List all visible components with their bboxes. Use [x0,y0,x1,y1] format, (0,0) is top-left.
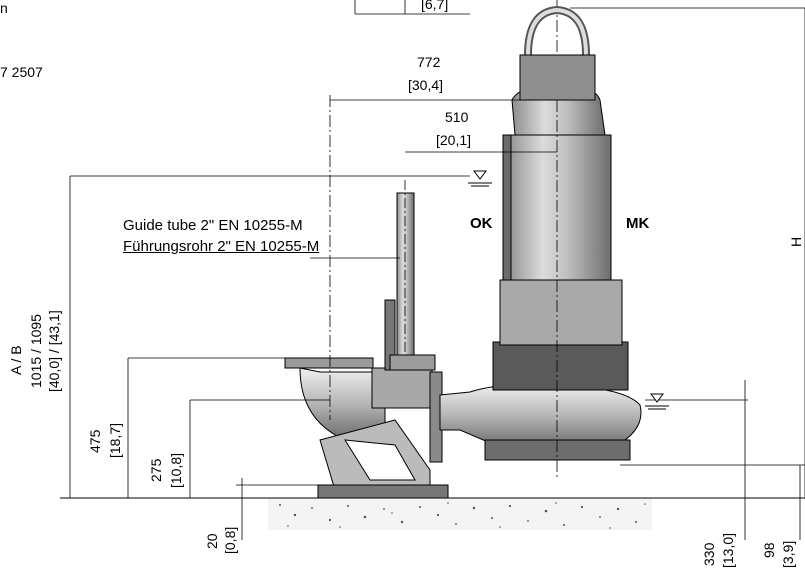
dim-772-in: [30,4] [408,77,444,93]
pump-volute [439,279,642,461]
dim-ab-mm: 1015 / 1095 [28,314,44,388]
guide-tube-label-de: Führungsrohr 2" EN 10255-M [123,238,320,255]
duckfoot-bend [284,299,449,499]
pump-motor [502,0,612,480]
dim-330-mm: 330 [701,542,717,566]
dim-98-in-value: 3,9 [780,544,796,565]
dim-330-in-value: 13,0 [720,536,736,565]
dim-772-in-value: 30,4 [411,77,440,93]
concrete-floor [60,497,805,530]
dim-275-in-value: 10,8 [168,456,184,485]
dim-275-in: [10,8] [168,452,184,488]
guide-tube-label-en: Guide tube 2" EN 10255-M [123,217,303,234]
dim-275-mm: 275 [148,458,164,482]
corner-text-2: 7 2507 [0,64,43,80]
dim-ab-in-value: 40,0] / [43,1 [46,314,62,389]
dim-20-mm: 20 [204,533,220,549]
water-level-symbol-upper [468,170,492,187]
dim-ab-in: [40,0] / [43,1] [46,310,62,392]
dim-475-in: [18,7] [107,422,123,458]
dim-510-in: [20,1] [436,132,472,148]
water-level-symbol-lower [645,393,669,410]
corner-text-1: n [0,0,8,16]
ok-label: OK [470,215,493,232]
dim-475-in-value: 18,7 [107,426,123,455]
dim-510-in-value: 20,1 [439,132,468,148]
dim-20-in-value: 0,8 [222,530,238,551]
dim-772-mm: 772 [417,54,441,70]
dim-top-small-value: 6,7 [424,0,445,12]
dim-98-in: [3,9] [780,540,796,568]
dim-475-mm: 475 [87,429,103,453]
dim-98-mm: 98 [761,542,777,558]
dim-330-in: [13,0] [720,532,736,568]
dim-h: H [788,236,804,247]
mk-label: MK [626,215,650,232]
dim-20-in: [0,8] [222,526,238,554]
dim-ab-label: A / B [8,345,24,375]
dimension-lines [69,0,805,540]
dim-top-small: [6,7] [421,0,448,12]
dim-510-mm: 510 [445,109,469,125]
